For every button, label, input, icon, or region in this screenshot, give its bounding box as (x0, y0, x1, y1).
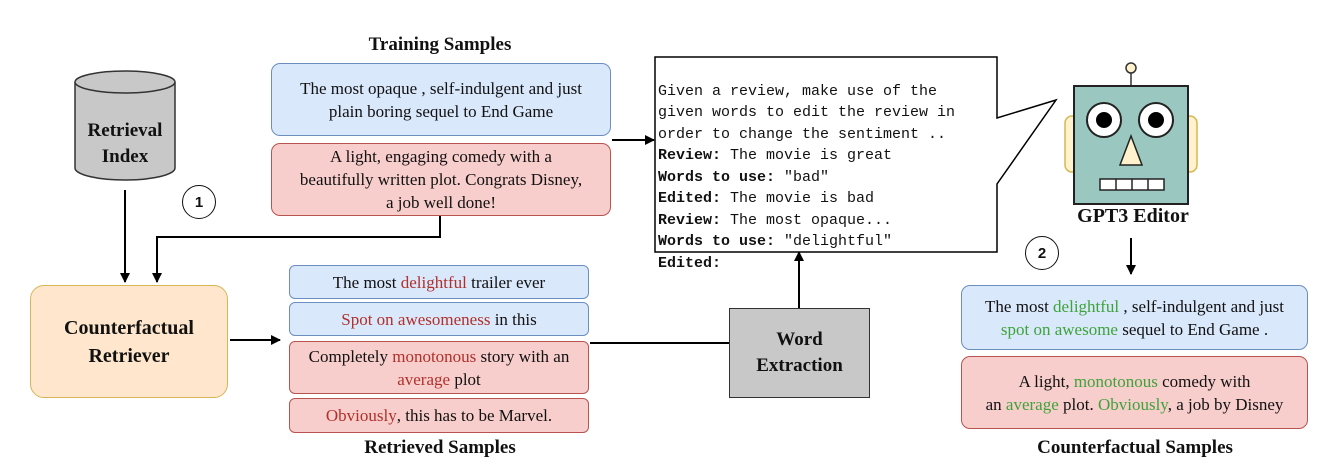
training-samples-title: Training Samples (368, 34, 512, 55)
retrieved-sample-1: The most delightful trailer ever (289, 265, 589, 299)
robot-icon (1064, 62, 1198, 205)
step-2-marker: 2 (1025, 236, 1059, 270)
counterfactual-samples-title: Counterfactual Samples (1037, 437, 1233, 458)
retrieved-sample-3: Completely monotonous story with an aver… (289, 341, 589, 394)
gpt3-editor-label: GPT3 Editor (1077, 205, 1189, 227)
arrow-training-to-retriever (152, 216, 441, 283)
counterfactual-sample-2: A light, monotonous comedy with an avera… (961, 356, 1308, 429)
retrieved-sample-4: Obviously, this has to be Marvel. (289, 398, 589, 433)
counterfactual-retriever-box: Counterfactual Retriever (30, 285, 228, 398)
prompt-bubble (654, 56, 1058, 253)
counterfactual-sample-1: The most delightful , self-indulgent and… (961, 285, 1308, 350)
retrieved-samples-title: Retrieved Samples (364, 437, 516, 458)
training-sample-1: The most opaque , self-indulgent and jus… (271, 63, 611, 136)
retrieved-sample-2: Spot on awesomeness in this (289, 302, 589, 336)
retrieval-index-cylinder (74, 70, 176, 181)
retrieval-index-label: Retrieval Index (87, 120, 163, 167)
word-extraction-box: Word Extraction (729, 308, 870, 398)
training-sample-2: A light, engaging comedy with a beautifu… (271, 143, 611, 216)
step-1-marker: 1 (182, 185, 216, 219)
